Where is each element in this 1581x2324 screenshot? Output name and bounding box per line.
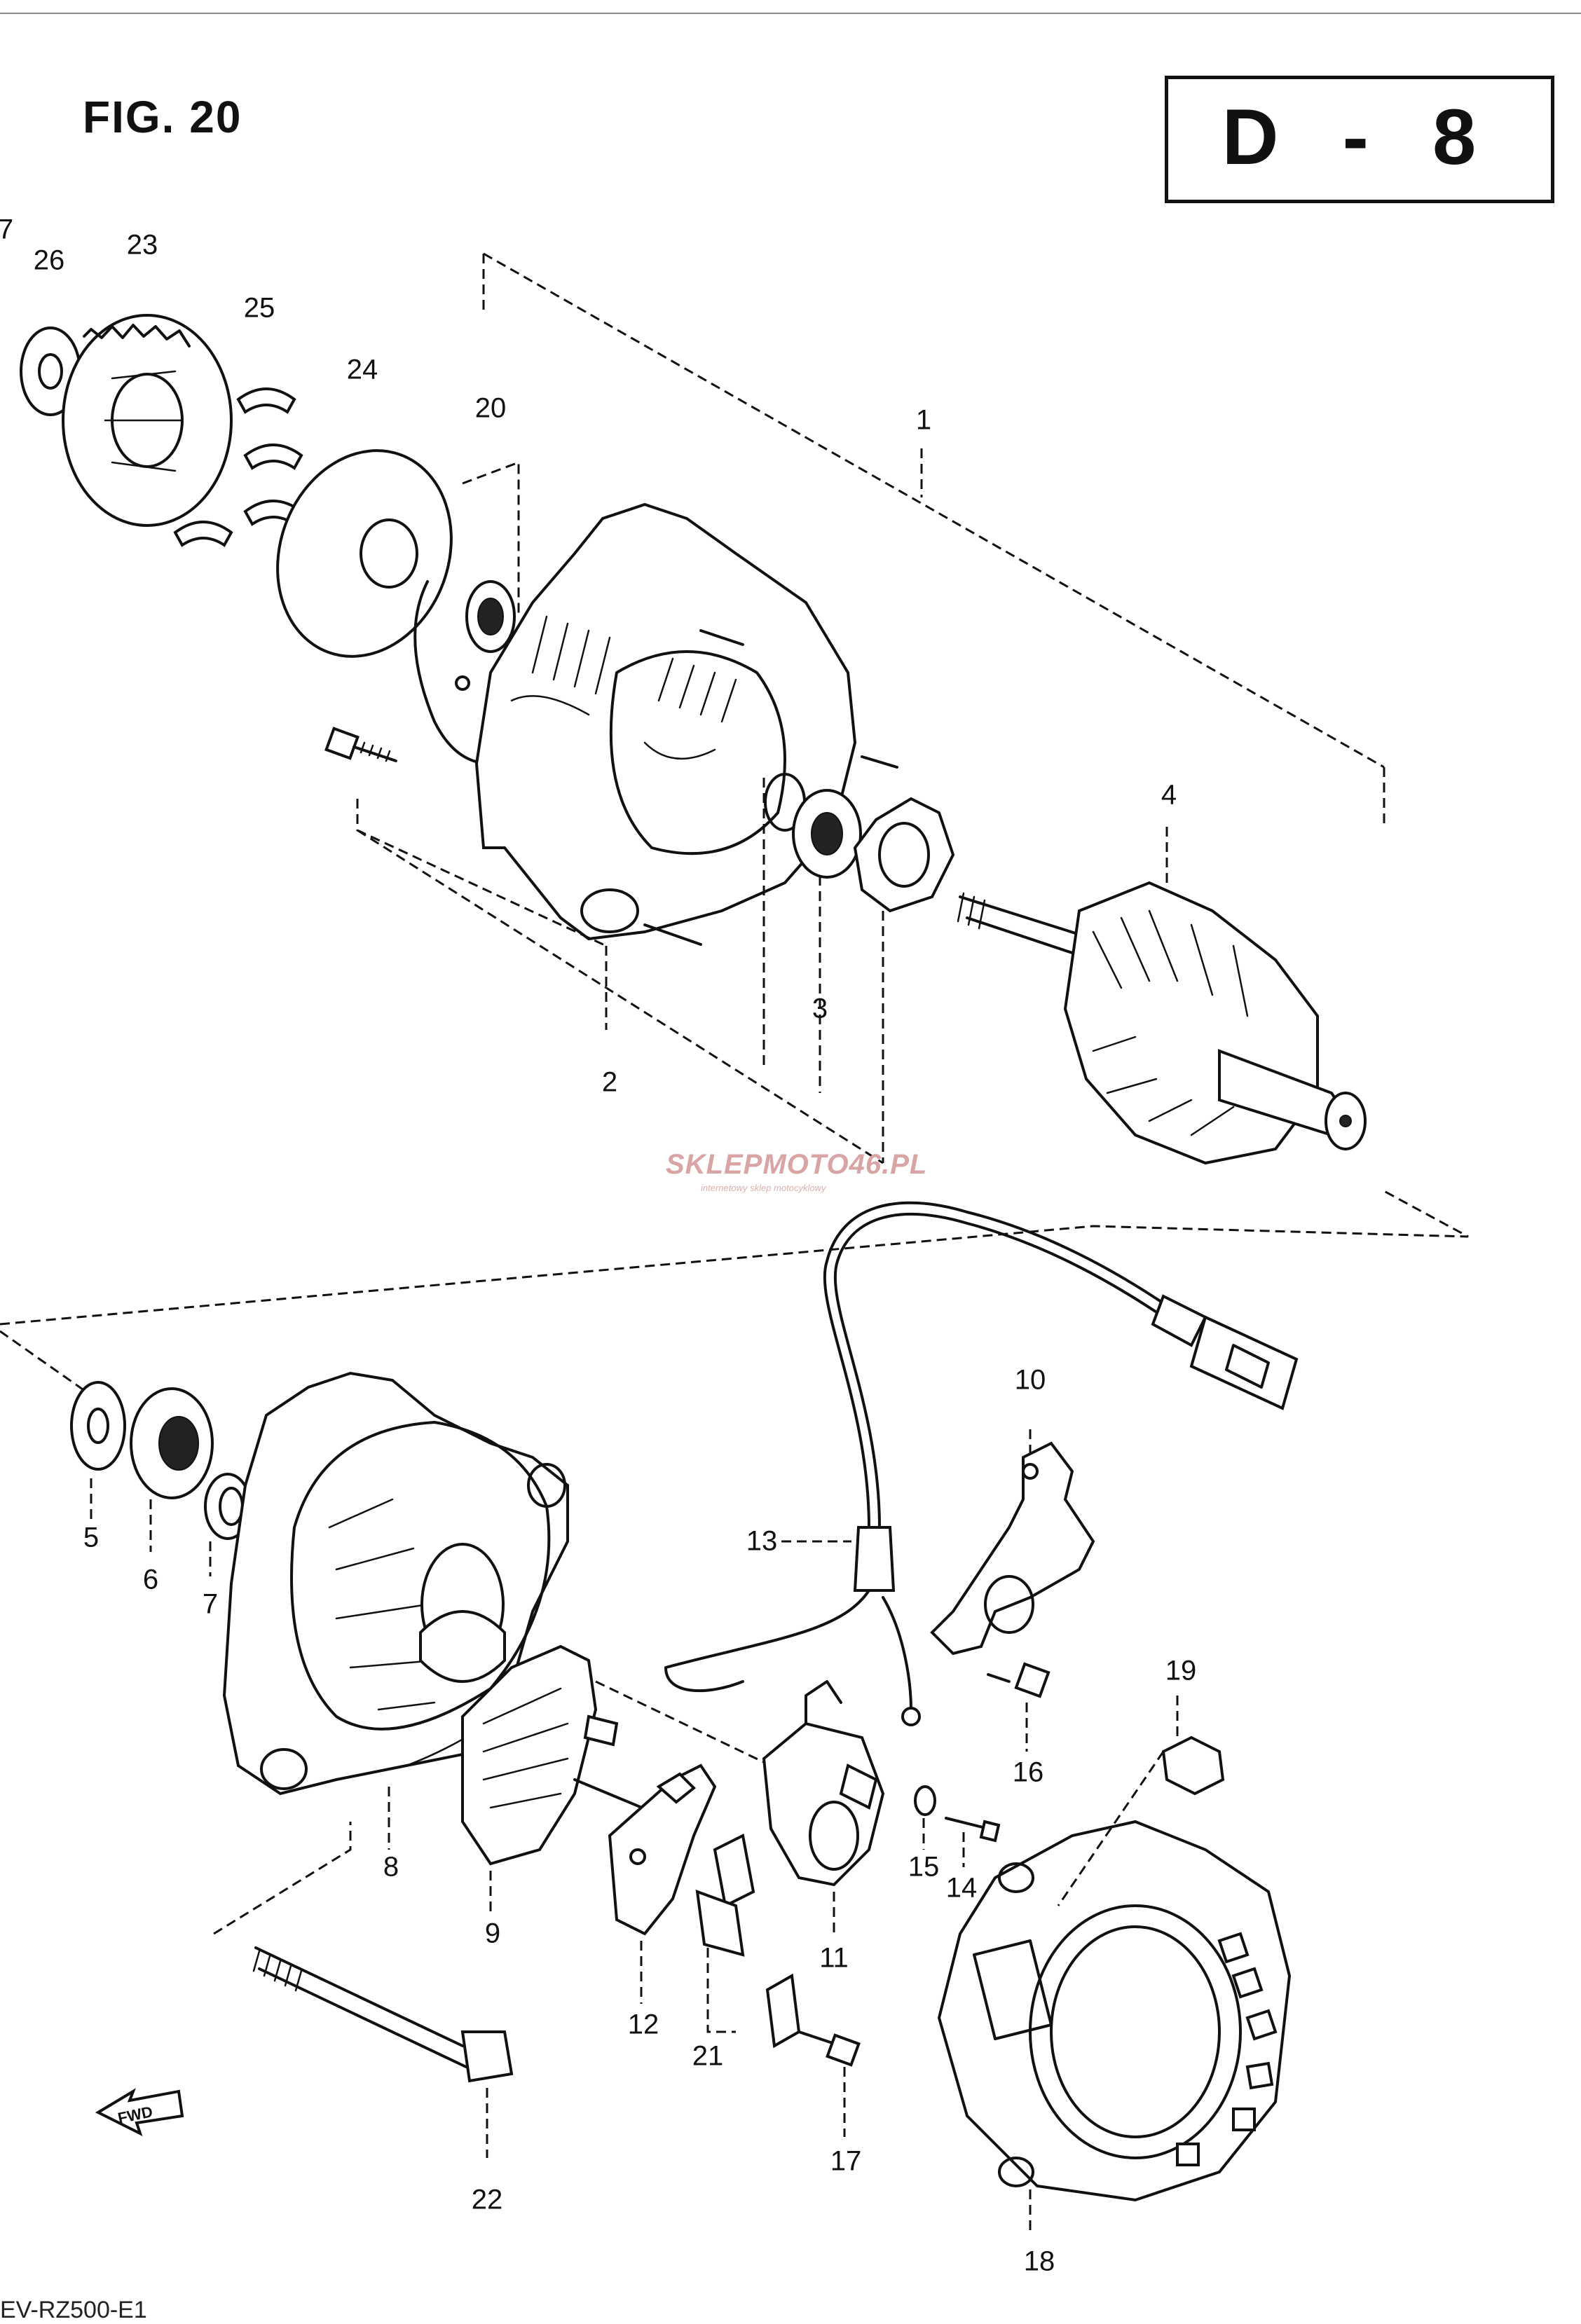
callout-20: 20 (474, 392, 507, 424)
part-19-cap-nut (1161, 1735, 1225, 1796)
callout-1: 1 (915, 404, 932, 436)
callout-8: 8 (383, 1851, 399, 1883)
page-code-box: D - 8 (1165, 76, 1554, 203)
callout-26: 26 (33, 245, 65, 276)
part-21-brush (695, 1834, 755, 1957)
part-22-through-bolt (252, 1946, 514, 2083)
part-14-screw (945, 1817, 1001, 1843)
bracket-1-top (483, 252, 1385, 769)
footer-code: EV-RZ500-E1 (0, 2297, 147, 2323)
callout-15: 15 (908, 1851, 940, 1883)
callout-6: 6 (142, 1564, 159, 1595)
callout-21: 21 (692, 2040, 724, 2072)
o-ring (413, 580, 492, 765)
part-16-screw (987, 1662, 1050, 1698)
part-4-rotor (957, 881, 1367, 1165)
part-17-clamp-screw (765, 1973, 861, 2067)
part-24-cover-disk (276, 449, 453, 658)
watermark: SKLEPMOTO46.PL (666, 1149, 928, 1180)
leader-20 (462, 460, 520, 617)
callout-16: 16 (1012, 1756, 1044, 1788)
callout-11: 11 (819, 1942, 849, 1974)
part-6-bearing (130, 1387, 214, 1499)
callout-19: 19 (1165, 1655, 1197, 1686)
assembly-axis-left (0, 1330, 90, 1396)
callout-13: 13 (746, 1525, 778, 1557)
callout-5: 5 (83, 1522, 100, 1553)
part-13-cable-plug (664, 1201, 1299, 1726)
callout-22: 22 (471, 2184, 503, 2215)
leader-18a (1057, 1751, 1165, 1906)
page-code: D - 8 (1221, 93, 1498, 181)
figure-label: FIG. 20 (83, 92, 242, 142)
callout-12: 12 (627, 2009, 659, 2040)
part-2-front-housing (474, 502, 857, 941)
part-15-washer (914, 1785, 936, 1816)
part-8-rear-housing (222, 1371, 569, 1796)
callout-24: 24 (346, 354, 378, 385)
callout-23: 23 (126, 229, 158, 261)
part-stud-bolts (643, 629, 898, 946)
callout-2: 2 (601, 1066, 618, 1098)
bracket-3-bottom (357, 829, 884, 1164)
part-11-regulator (762, 1680, 885, 1887)
callout-7: 7 (202, 1588, 219, 1620)
part-9-rectifier (461, 1644, 660, 1866)
fwd-arrow-icon (95, 2088, 184, 2136)
bracket-22 (213, 1822, 352, 1935)
part-12-brush-holder (608, 1763, 717, 1936)
callout-27-partial: 7 (0, 214, 14, 245)
assembly-axis-upper (0, 1190, 1469, 1326)
leader-9b (595, 1680, 772, 1767)
part-18-rear-cover (937, 1820, 1292, 2202)
callout-14: 14 (945, 1872, 978, 1904)
callout-18: 18 (1023, 2246, 1055, 2277)
callout-4: 4 (1161, 779, 1177, 811)
part-front-screw (324, 727, 397, 762)
part-5-washer (70, 1381, 126, 1471)
callout-3: 3 (812, 993, 828, 1024)
leader-21 (706, 1948, 736, 2033)
part-3-bearing (792, 789, 862, 879)
callout-10: 10 (1014, 1364, 1046, 1396)
watermark-subtext: internetowy sklep motocyklowy (701, 1183, 826, 1193)
part-10-bracket-plate (930, 1441, 1095, 1656)
part-20-seal (455, 580, 516, 691)
callout-25: 25 (243, 292, 275, 324)
callout-17: 17 (830, 2145, 862, 2177)
top-rule (0, 13, 1581, 14)
callout-9: 9 (484, 1918, 501, 1949)
part-bearing-retainer (853, 797, 955, 913)
part-23-fan-pulley (62, 314, 233, 527)
